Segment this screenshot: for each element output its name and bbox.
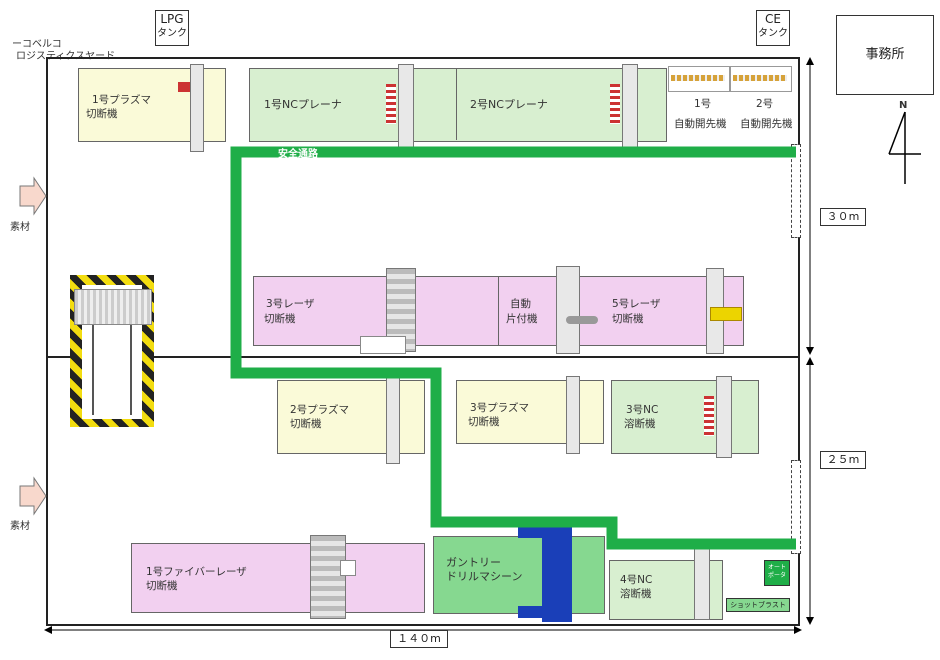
dimension-lines bbox=[806, 57, 814, 625]
laser-cutter-5-name: 5号レーザ bbox=[612, 298, 661, 310]
ce-tank-label: CE bbox=[765, 12, 781, 26]
nc-flame-cutter-3-name: 3号NC bbox=[626, 404, 659, 416]
north-arrow-icon bbox=[888, 111, 921, 184]
auto-beveling-1-machine bbox=[668, 66, 730, 92]
factory-outline bbox=[46, 57, 800, 626]
gantry-drill-type: ドリルマシーン bbox=[446, 570, 523, 583]
laser-cutter-5[interactable] bbox=[498, 276, 744, 346]
auto-porter[interactable]: オート ポータ bbox=[764, 560, 790, 586]
material-label-upper: 素材 bbox=[10, 222, 30, 233]
company-name-line1: ーコベルコ bbox=[12, 39, 62, 50]
dimension-upper: ３０m bbox=[820, 208, 866, 226]
auto-clearing-type: 片付機 bbox=[506, 313, 538, 325]
company-name-line2: ロジスティクスヤード bbox=[16, 51, 116, 62]
auto-porter-label-2: ポータ bbox=[767, 572, 786, 579]
north-label: N bbox=[899, 100, 908, 111]
door-lower bbox=[791, 460, 801, 554]
safety-aisle-label: 安全通路 bbox=[278, 149, 318, 160]
nc-flame-cutter-3[interactable] bbox=[611, 380, 759, 454]
lpg-tank-label: LPG bbox=[160, 12, 184, 26]
plasma-cutter-3-name: 3号プラズマ bbox=[470, 402, 529, 414]
lpg-tank: LPG タンク bbox=[155, 10, 189, 46]
gantry-drill-name: ガントリー bbox=[446, 556, 501, 569]
auto-beveling-2-name[interactable]: 自動開先機 bbox=[740, 118, 793, 130]
plasma-cutter-3-type: 切断機 bbox=[468, 416, 500, 428]
auto-beveling-1-name[interactable]: 自動開先機 bbox=[674, 118, 727, 130]
torch-head-icon bbox=[178, 82, 190, 92]
plasma-cutter-1-type: 切断機 bbox=[86, 108, 118, 120]
nc-flame-cutter-3-type: 溶断機 bbox=[624, 418, 656, 430]
lpg-tank-sub: タンク bbox=[157, 28, 187, 39]
auto-beveling-2-number: 2号 bbox=[756, 98, 774, 110]
plasma-cutter-1-gantry bbox=[190, 64, 204, 152]
laser-cutter-3-type: 切断機 bbox=[264, 313, 296, 325]
material-arrow-icon bbox=[19, 176, 47, 216]
auto-beveling-1-number: 1号 bbox=[694, 98, 712, 110]
nc-planer-1[interactable]: 1号NCプレーナ bbox=[264, 98, 342, 111]
material-arrow-icon bbox=[19, 476, 47, 516]
nc-flame-cutter-3-gantry bbox=[716, 376, 732, 458]
nc-flame-cutter-4-type: 溶断機 bbox=[620, 588, 652, 600]
office-building: 事務所 bbox=[836, 15, 934, 95]
laser-cutter-3-name: 3号レーザ bbox=[266, 298, 315, 310]
fiber-laser-cutter-1-type: 切断機 bbox=[146, 580, 178, 592]
plasma-cutter-1-name: 1号プラズマ bbox=[92, 94, 151, 106]
auto-clearing-name: 自動 bbox=[510, 298, 531, 310]
nc-planer-2[interactable]: 2号NCプレーナ bbox=[470, 98, 548, 111]
nc-planer-bay bbox=[249, 68, 667, 142]
ce-tank-sub: タンク bbox=[758, 28, 788, 39]
fiber-laser-gantry bbox=[310, 535, 346, 619]
fiber-laser-cutter-1-name: 1号ファイバーレーザ bbox=[146, 566, 247, 578]
dimension-lower: ２５m bbox=[820, 451, 866, 469]
plasma-cutter-2-name: 2号プラズマ bbox=[290, 404, 349, 416]
nc-flame-cutter-4-name: 4号NC bbox=[620, 574, 653, 586]
shot-blast[interactable]: ショットブラスト bbox=[726, 598, 790, 612]
auto-clearing-gantry bbox=[556, 266, 580, 354]
plasma-cutter-2[interactable] bbox=[277, 380, 425, 454]
auto-beveling-2-machine bbox=[730, 66, 792, 92]
auto-porter-label-1: オート bbox=[767, 564, 786, 571]
ce-tank: CE タンク bbox=[756, 10, 790, 46]
material-label-lower: 素材 bbox=[10, 521, 30, 532]
laser-cutter-5-type: 切断機 bbox=[612, 313, 644, 325]
dimension-width: １４０m bbox=[390, 630, 448, 648]
door-upper bbox=[791, 144, 801, 238]
plasma-cutter-3-gantry bbox=[566, 376, 580, 454]
transfer-cart bbox=[70, 275, 154, 427]
plasma-cutter-2-type: 切断機 bbox=[290, 418, 322, 430]
fiber-laser-cutter-1[interactable] bbox=[131, 543, 425, 613]
bay-divider bbox=[46, 356, 798, 358]
